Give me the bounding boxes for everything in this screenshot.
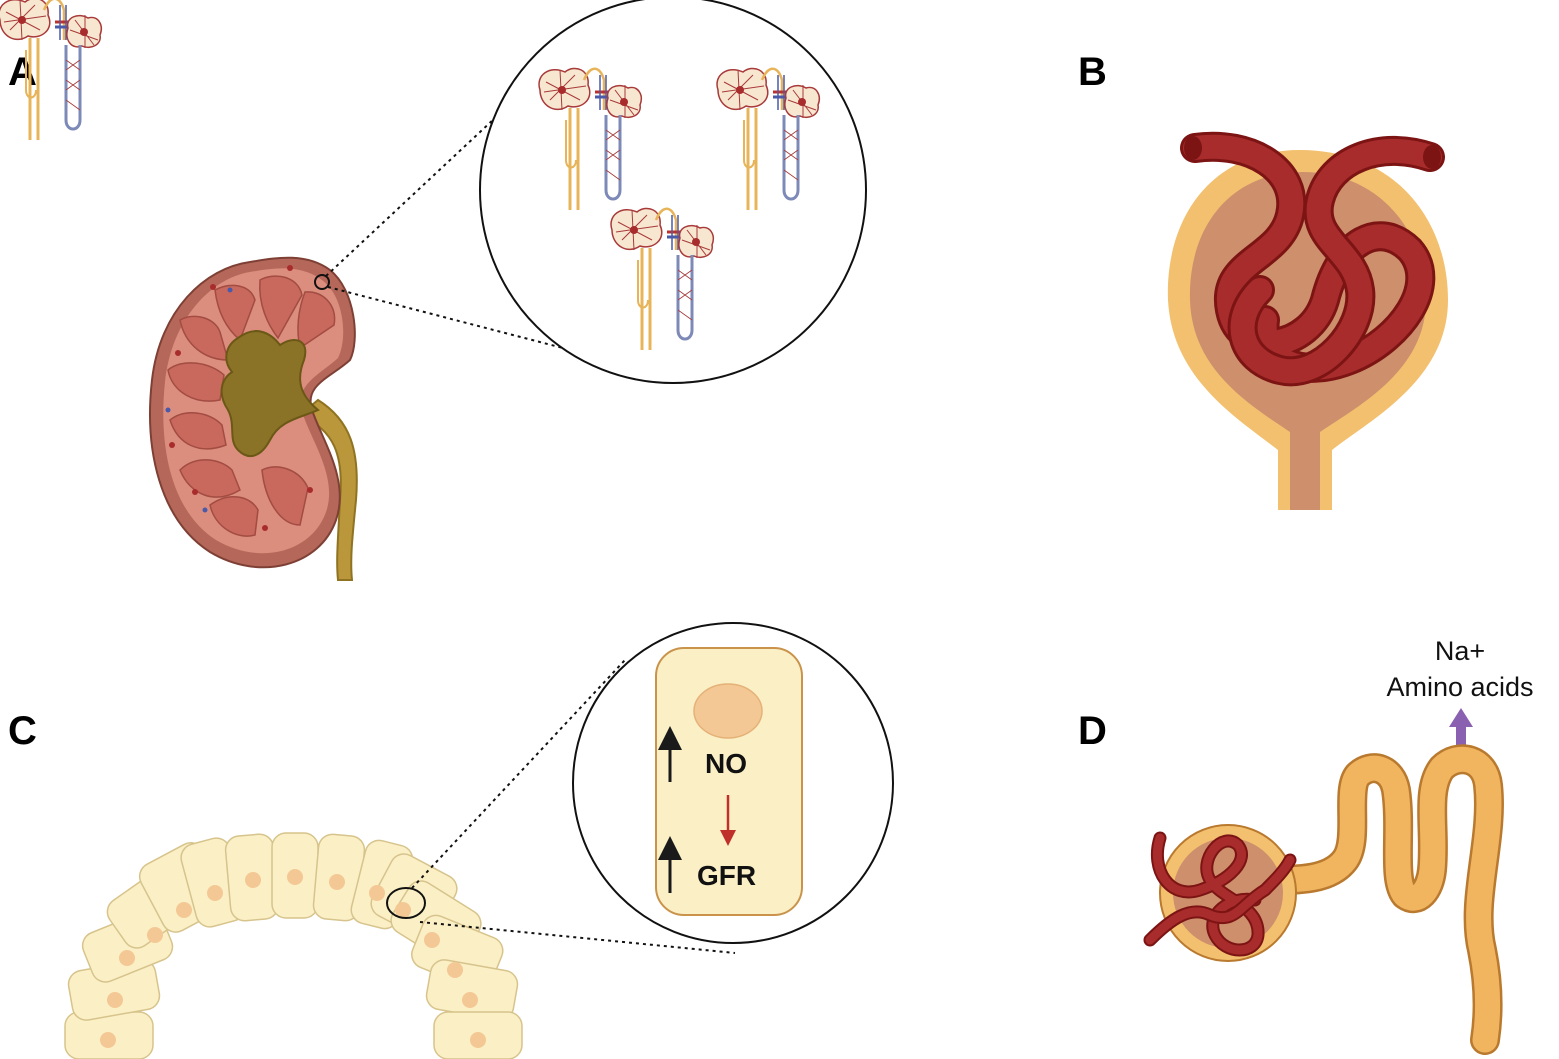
vessel-dot [307, 487, 313, 493]
afferent-vessel [1183, 134, 1433, 380]
gfr-label: GFR [697, 860, 756, 891]
panel-c-letter: C [8, 709, 37, 753]
ureter [298, 398, 358, 581]
pyramid [209, 496, 259, 537]
nucleus [470, 1032, 486, 1048]
reabsorption-arrow-head [1449, 708, 1473, 727]
panel-a-letter: A [8, 50, 37, 94]
vessel-opening-right [1423, 145, 1441, 169]
tubule-outline [1253, 744, 1504, 1055]
no-label: NO [705, 748, 747, 779]
zoom-marker [314, 274, 330, 290]
panel-b-letter: B [1078, 50, 1107, 94]
cell-zoom-circle: NO GFR [572, 622, 894, 944]
pyramid [169, 412, 227, 450]
zoom-line [411, 659, 626, 889]
vessel-dot [169, 442, 175, 448]
vessel-dot [210, 284, 216, 290]
renal-pyramids [167, 275, 336, 537]
epithelial-layer [64, 832, 523, 1059]
nucleus [329, 874, 345, 890]
panel-c: C [8, 622, 894, 1059]
proximal-tubule [1253, 744, 1504, 1055]
transport-label-amino-acids: Amino acids [1386, 672, 1533, 702]
panel-b: B [1078, 50, 1448, 510]
nucleus [107, 992, 123, 1008]
nucleus [287, 869, 303, 885]
nucleus [176, 902, 192, 918]
nephron [0, 0, 102, 140]
vessel-dot [175, 350, 181, 356]
pyramid [297, 291, 336, 350]
nucleus [119, 950, 135, 966]
vessel-opening-left [1184, 136, 1202, 160]
vessel-dot [287, 265, 293, 271]
panel-a: A [0, 0, 867, 581]
glomerulus-capsule [1167, 131, 1448, 510]
pyramid [261, 466, 309, 526]
capillary-tuft-d [1143, 831, 1297, 957]
zoom-circle [479, 0, 867, 384]
panel-d: D Na+ Amino acids [1078, 636, 1534, 1055]
renal-pelvis [220, 330, 320, 458]
nucleus [147, 927, 163, 943]
zoom-line [325, 117, 496, 277]
cell-nuclei [100, 869, 486, 1048]
nucleus [245, 872, 261, 888]
nephron-zoom-circle [0, 0, 867, 384]
zoom-marker [386, 887, 426, 919]
nucleus [462, 992, 478, 1008]
vessel-dot [202, 507, 208, 513]
kidney-cross-section [149, 256, 358, 581]
vessel-dot [227, 287, 233, 293]
transport-label-sodium: Na+ [1435, 636, 1485, 666]
enlarged-cell [655, 647, 803, 916]
nucleus [369, 885, 385, 901]
pyramid [214, 284, 256, 342]
nucleus [395, 902, 411, 918]
nucleus [424, 932, 440, 948]
nucleus [100, 1032, 116, 1048]
panel-d-letter: D [1078, 709, 1107, 753]
pyramid [179, 459, 241, 498]
vessel-dot [262, 525, 268, 531]
efferent-vessel [1230, 138, 1442, 384]
vessel-dot [192, 489, 198, 495]
decrease-arrow-head [720, 830, 736, 846]
tubule-lumen [1255, 746, 1502, 1053]
cortical-vessels [165, 265, 313, 531]
nucleus [447, 962, 463, 978]
cell-nucleus [693, 683, 763, 739]
capillary-tuft [1180, 131, 1445, 387]
reabsorption-arrow-shaft [1456, 725, 1466, 763]
nucleus [207, 885, 223, 901]
vessel-dot [165, 407, 171, 413]
pyramid [259, 275, 303, 340]
